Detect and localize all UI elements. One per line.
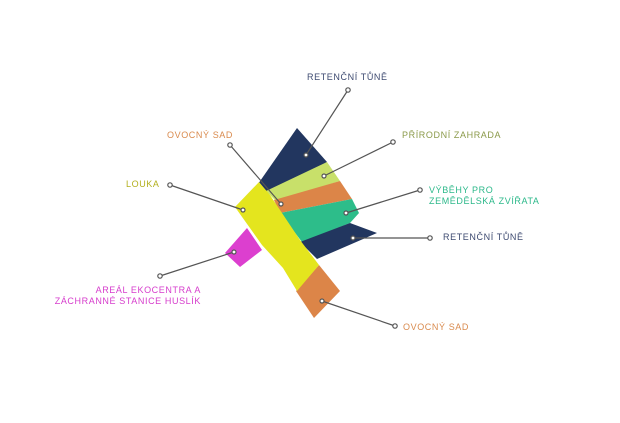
- label-retencni-tune-top: RETENČNÍ TŮNĚ: [307, 72, 388, 82]
- label-ovocny-sad-bottom: OVOCNÝ SAD: [403, 322, 470, 332]
- leader-dot: [278, 201, 284, 207]
- leader-dot: [345, 87, 351, 93]
- leader-dot: [303, 152, 309, 158]
- leader-line: [345, 189, 421, 214]
- leader-dot: [390, 139, 396, 145]
- label-retencni-tune-right: RETENČNÍ TŮNĚ: [443, 232, 524, 242]
- leader-line: [159, 251, 235, 277]
- leader-dot: [350, 235, 356, 241]
- label-ovocny-sad-top: OVOCNÝ SAD: [167, 130, 234, 140]
- leader-dot: [231, 249, 237, 255]
- leader-dot: [392, 323, 398, 329]
- area-prirodni-zahrada: [266, 162, 340, 201]
- label-vybehy: VÝBĚHY PRO ZEMĚDĚLSKÁ ZVÍŘATA: [429, 185, 540, 207]
- label-vybehy-line2: ZEMĚDĚLSKÁ ZVÍŘATA: [429, 196, 540, 206]
- label-areal-line1: AREÁL EKOCENTRA A: [95, 285, 201, 295]
- label-prirodni-zahrada: PŘÍRODNÍ ZAHRADA: [402, 130, 502, 140]
- leader-line: [305, 89, 349, 156]
- leader-dot: [321, 173, 327, 179]
- leader-line: [229, 144, 282, 205]
- leader-dot: [427, 235, 433, 241]
- label-vybehy-line1: VÝBĚHY PRO: [429, 185, 494, 195]
- leader-line: [323, 141, 394, 177]
- area-retencni-tune-top: [258, 128, 327, 196]
- leader-lines: [157, 87, 433, 329]
- area-ovocny-sad-top: [274, 181, 352, 213]
- leader-dot: [167, 182, 173, 188]
- leader-line: [321, 300, 396, 327]
- label-areal-line2: ZÁCHRANNÉ STANICE HUSLÍK: [54, 296, 201, 306]
- leader-dot: [417, 187, 423, 193]
- leader-dot: [240, 207, 246, 213]
- leader-dot: [319, 298, 325, 304]
- area-retencni-tune-right: [300, 223, 377, 259]
- leader-dot: [343, 210, 349, 216]
- area-areal-ekocentra: [225, 228, 262, 267]
- area-louka: [235, 182, 319, 291]
- label-areal-ekocentra: AREÁL EKOCENTRA A ZÁCHRANNÉ STANICE HUSL…: [55, 285, 201, 307]
- area-ovocny-sad-bottom: [296, 265, 340, 318]
- label-louka: LOUKA: [126, 179, 160, 189]
- area-vybehy: [280, 199, 359, 242]
- leader-line: [169, 184, 244, 211]
- leader-dot: [157, 273, 163, 279]
- leader-dot: [227, 142, 233, 148]
